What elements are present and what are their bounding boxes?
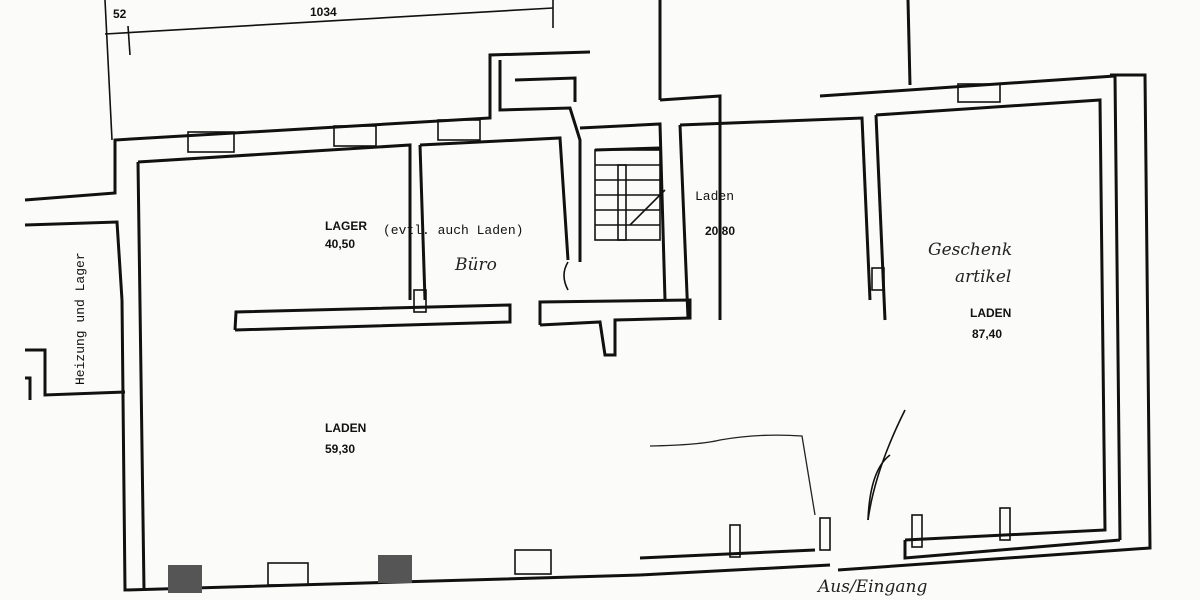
- walls: [24, 0, 1152, 592]
- entrance-label: Aus/Eingang: [816, 577, 927, 597]
- windows: [168, 83, 1011, 593]
- lager-note: (evtl. auch Laden): [383, 223, 523, 238]
- dimension-1034: 1034: [310, 5, 337, 19]
- room-area-laden-main: 59,30: [325, 442, 355, 456]
- side-room-label: Heizung und Lager: [73, 252, 88, 385]
- gift-label-1: Geschenk: [928, 240, 1012, 260]
- room-area-laden-small: 20,80: [705, 224, 735, 238]
- room-area-laden-large: 87,40: [972, 327, 1002, 341]
- room-name-laden-main: LADEN: [325, 421, 366, 435]
- room-name-laden-small: Laden: [695, 189, 734, 204]
- hatched-window: [378, 555, 412, 583]
- hatched-window: [168, 565, 202, 593]
- gift-label-2: artikel: [955, 267, 1011, 287]
- room-area-lager: 40,50: [325, 237, 355, 251]
- room-name-laden-large: LADEN: [970, 306, 1011, 320]
- dimension-52: 52: [113, 7, 127, 21]
- room-name-lager: LAGER: [325, 219, 367, 233]
- doors: [413, 261, 906, 521]
- office-label: Büro: [454, 255, 497, 275]
- hand-drawn-line: [649, 434, 816, 516]
- dimension-line: 52 1034: [104, 0, 554, 141]
- staircase: [594, 149, 666, 241]
